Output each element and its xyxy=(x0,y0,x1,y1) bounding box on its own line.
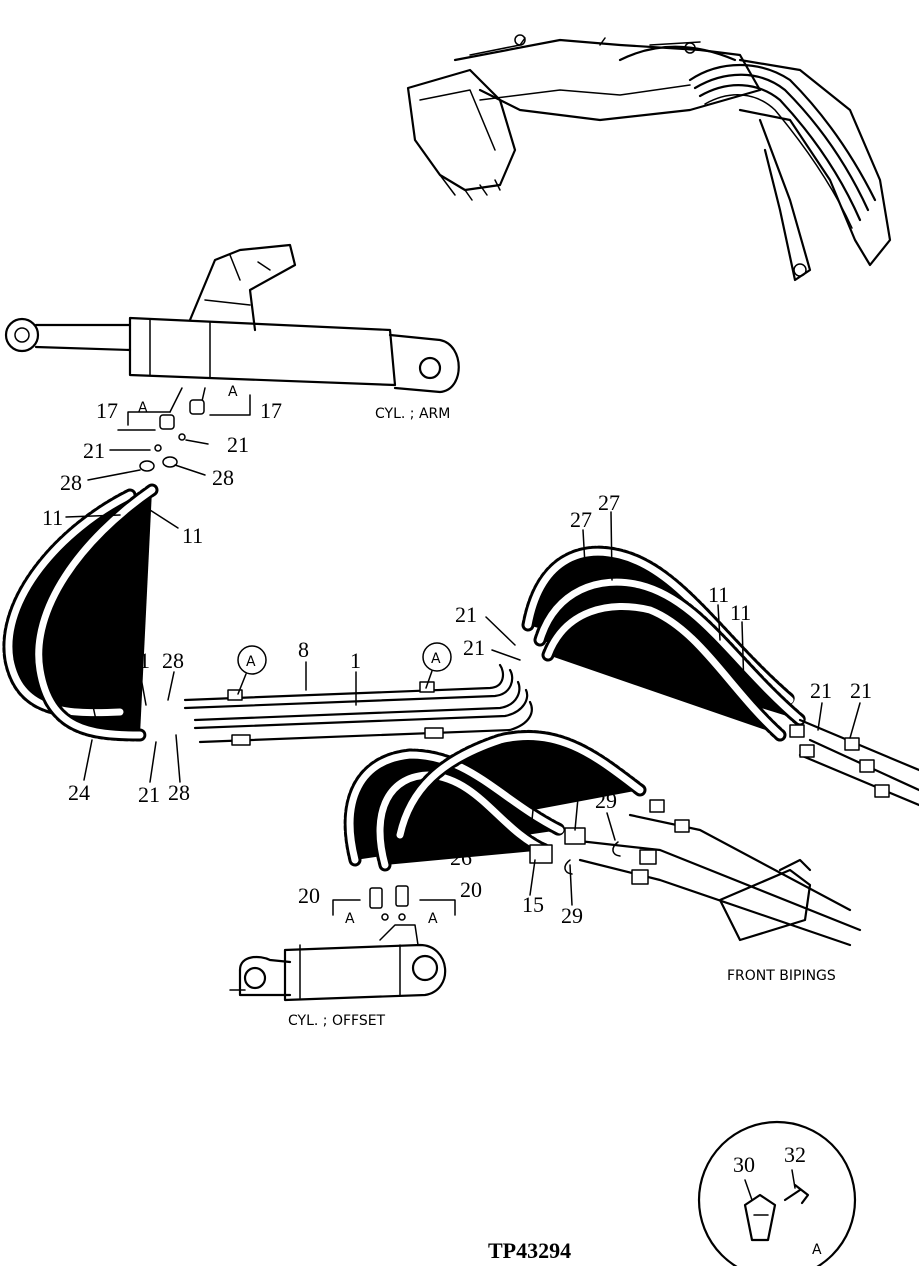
callout-24-lower: 24 xyxy=(68,780,90,805)
callout-30: 30 xyxy=(733,1152,755,1177)
callout-21-arm-right: 21 xyxy=(227,432,249,457)
arm-cylinder-illustration xyxy=(4,243,460,394)
hose-assemblies xyxy=(9,490,800,865)
callout-11-left: 11 xyxy=(42,505,63,530)
callout-21-lower-left: 21 xyxy=(138,782,160,807)
callout-26-lower: 26 xyxy=(450,845,472,870)
callout-17-left: 17 xyxy=(96,398,118,423)
callout-26-upper: 26 xyxy=(525,755,547,780)
callout-28-lower-left: 28 xyxy=(168,780,190,805)
offset-cylinder-illustration xyxy=(229,924,447,1002)
callout-leaders xyxy=(65,429,861,906)
callout-21-arm-left: 21 xyxy=(83,438,105,463)
callout-24-upper: 24 xyxy=(78,658,100,683)
circled-a-marker-left xyxy=(237,645,267,695)
front-pipings-label: FRONT BIPINGS xyxy=(727,968,836,984)
callout-21-far-right-b: 21 xyxy=(850,678,872,703)
callout-8: 8 xyxy=(298,637,309,662)
callout-27-right: 27 xyxy=(598,490,620,515)
ref-a-offset-right: A xyxy=(428,911,438,927)
callout-21-mid-upper: 21 xyxy=(455,602,477,627)
ref-a-arm-left: A xyxy=(138,400,148,416)
callout-29-upper: 29 xyxy=(595,788,617,813)
callout-28-arm-right: 28 xyxy=(212,465,234,490)
detail-a-circle xyxy=(697,1120,857,1266)
detail-a-label: A xyxy=(812,1242,822,1258)
callout-11-top-right-b: 11 xyxy=(730,600,751,625)
callout-28-arm-left: 28 xyxy=(60,470,82,495)
callout-20-left: 20 xyxy=(298,883,320,908)
offset-fittings xyxy=(332,885,456,921)
drawing-code: TP43294 xyxy=(488,1238,571,1263)
callout-11-right: 11 xyxy=(182,523,203,548)
callout-21-far-right-a: 21 xyxy=(810,678,832,703)
excavator-overview-illustration xyxy=(406,34,892,282)
callout-1: 1 xyxy=(350,648,361,673)
callout-29-lower: 29 xyxy=(561,903,583,928)
circled-a-right-text: A xyxy=(431,651,441,667)
callout-15-upper: 15 xyxy=(566,773,588,798)
callout-15-lower: 15 xyxy=(522,892,544,917)
ref-a-arm-right: A xyxy=(228,384,238,400)
circled-a-marker-right xyxy=(422,642,452,689)
callout-28-upper-left: 28 xyxy=(162,648,184,673)
callout-17-right: 17 xyxy=(260,398,282,423)
callout-32: 32 xyxy=(784,1142,806,1167)
callout-11-top-right-a: 11 xyxy=(708,582,729,607)
callout-27-left: 27 xyxy=(570,507,592,532)
callout-20-right: 20 xyxy=(460,877,482,902)
cyl-offset-label: CYL. ; OFFSET xyxy=(288,1013,386,1029)
ref-a-offset-left: A xyxy=(345,911,355,927)
steel-pipes xyxy=(183,663,533,746)
callout-21-upper-left: 21 xyxy=(128,648,150,673)
cyl-arm-label: CYL. ; ARM xyxy=(375,406,450,422)
circled-a-left-text: A xyxy=(246,654,256,670)
callout-21-mid-lower: 21 xyxy=(463,635,485,660)
arm-fittings xyxy=(127,387,251,472)
front-piping-illustration xyxy=(529,718,919,947)
